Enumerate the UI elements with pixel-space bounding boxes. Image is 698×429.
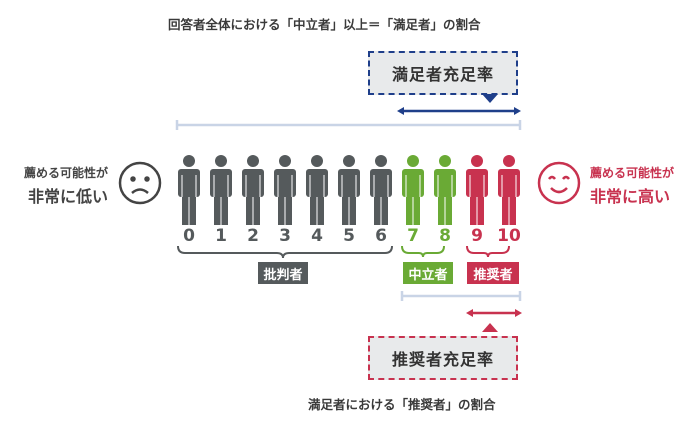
person-icon — [274, 155, 296, 225]
score-2: 2 — [247, 226, 259, 246]
person-icon — [434, 155, 456, 225]
happy-face-icon — [537, 161, 581, 205]
person-icon — [370, 155, 392, 225]
recommender-range-arrow — [466, 309, 522, 317]
satisfied-range-line — [400, 291, 522, 301]
detractors-label: 批判者 — [258, 262, 308, 284]
right-label-line1: 薦める可能性が — [590, 166, 675, 180]
left-label-line2: 非常に低い — [27, 187, 108, 206]
person-icon — [498, 155, 520, 225]
score-4: 4 — [311, 226, 323, 246]
person-icon — [306, 155, 328, 225]
sad-face-icon — [118, 161, 162, 205]
score-3: 3 — [279, 226, 291, 246]
satisfied-range-arrow — [397, 107, 521, 115]
top-caption: 回答者全体における「中立者」以上＝「満足者」の割合 — [168, 17, 481, 32]
right-label-line2: 非常に高い — [590, 187, 671, 206]
bottom-caption: 満足者における「推奨者」の割合 — [308, 397, 496, 412]
score-6: 6 — [375, 226, 387, 246]
person-icon — [338, 155, 360, 225]
person-icon — [178, 155, 200, 225]
detractor-brace — [177, 245, 393, 259]
left-label-line1: 薦める可能性が — [23, 166, 108, 180]
blue-pointer-icon — [482, 94, 498, 103]
person-icon — [402, 155, 424, 225]
person-icon — [466, 155, 488, 225]
satisfied-rate-box: 満足者充足率 — [368, 51, 518, 95]
respondent-figures — [178, 155, 520, 225]
person-icon — [242, 155, 264, 225]
recommender-rate-box: 推奨者充足率 — [368, 336, 518, 380]
score-10: 10 — [497, 226, 521, 246]
score-7: 7 — [407, 226, 419, 246]
passive-brace — [401, 245, 445, 258]
promoter-brace — [466, 245, 510, 258]
passives-label: 中立者 — [403, 262, 453, 284]
score-5: 5 — [343, 226, 355, 246]
score-0: 0 — [183, 226, 195, 246]
full-range-line — [175, 120, 522, 130]
braces — [177, 245, 510, 259]
red-pointer-icon — [482, 323, 498, 332]
score-8: 8 — [439, 226, 451, 246]
high-likelihood-label: 薦める可能性が 非常に高い — [590, 162, 674, 208]
score-1: 1 — [215, 226, 227, 246]
score-9: 9 — [471, 226, 483, 246]
person-icon — [210, 155, 232, 225]
promoters-label: 推奨者 — [467, 262, 519, 284]
low-likelihood-label: 薦める可能性が 非常に低い — [18, 162, 108, 208]
